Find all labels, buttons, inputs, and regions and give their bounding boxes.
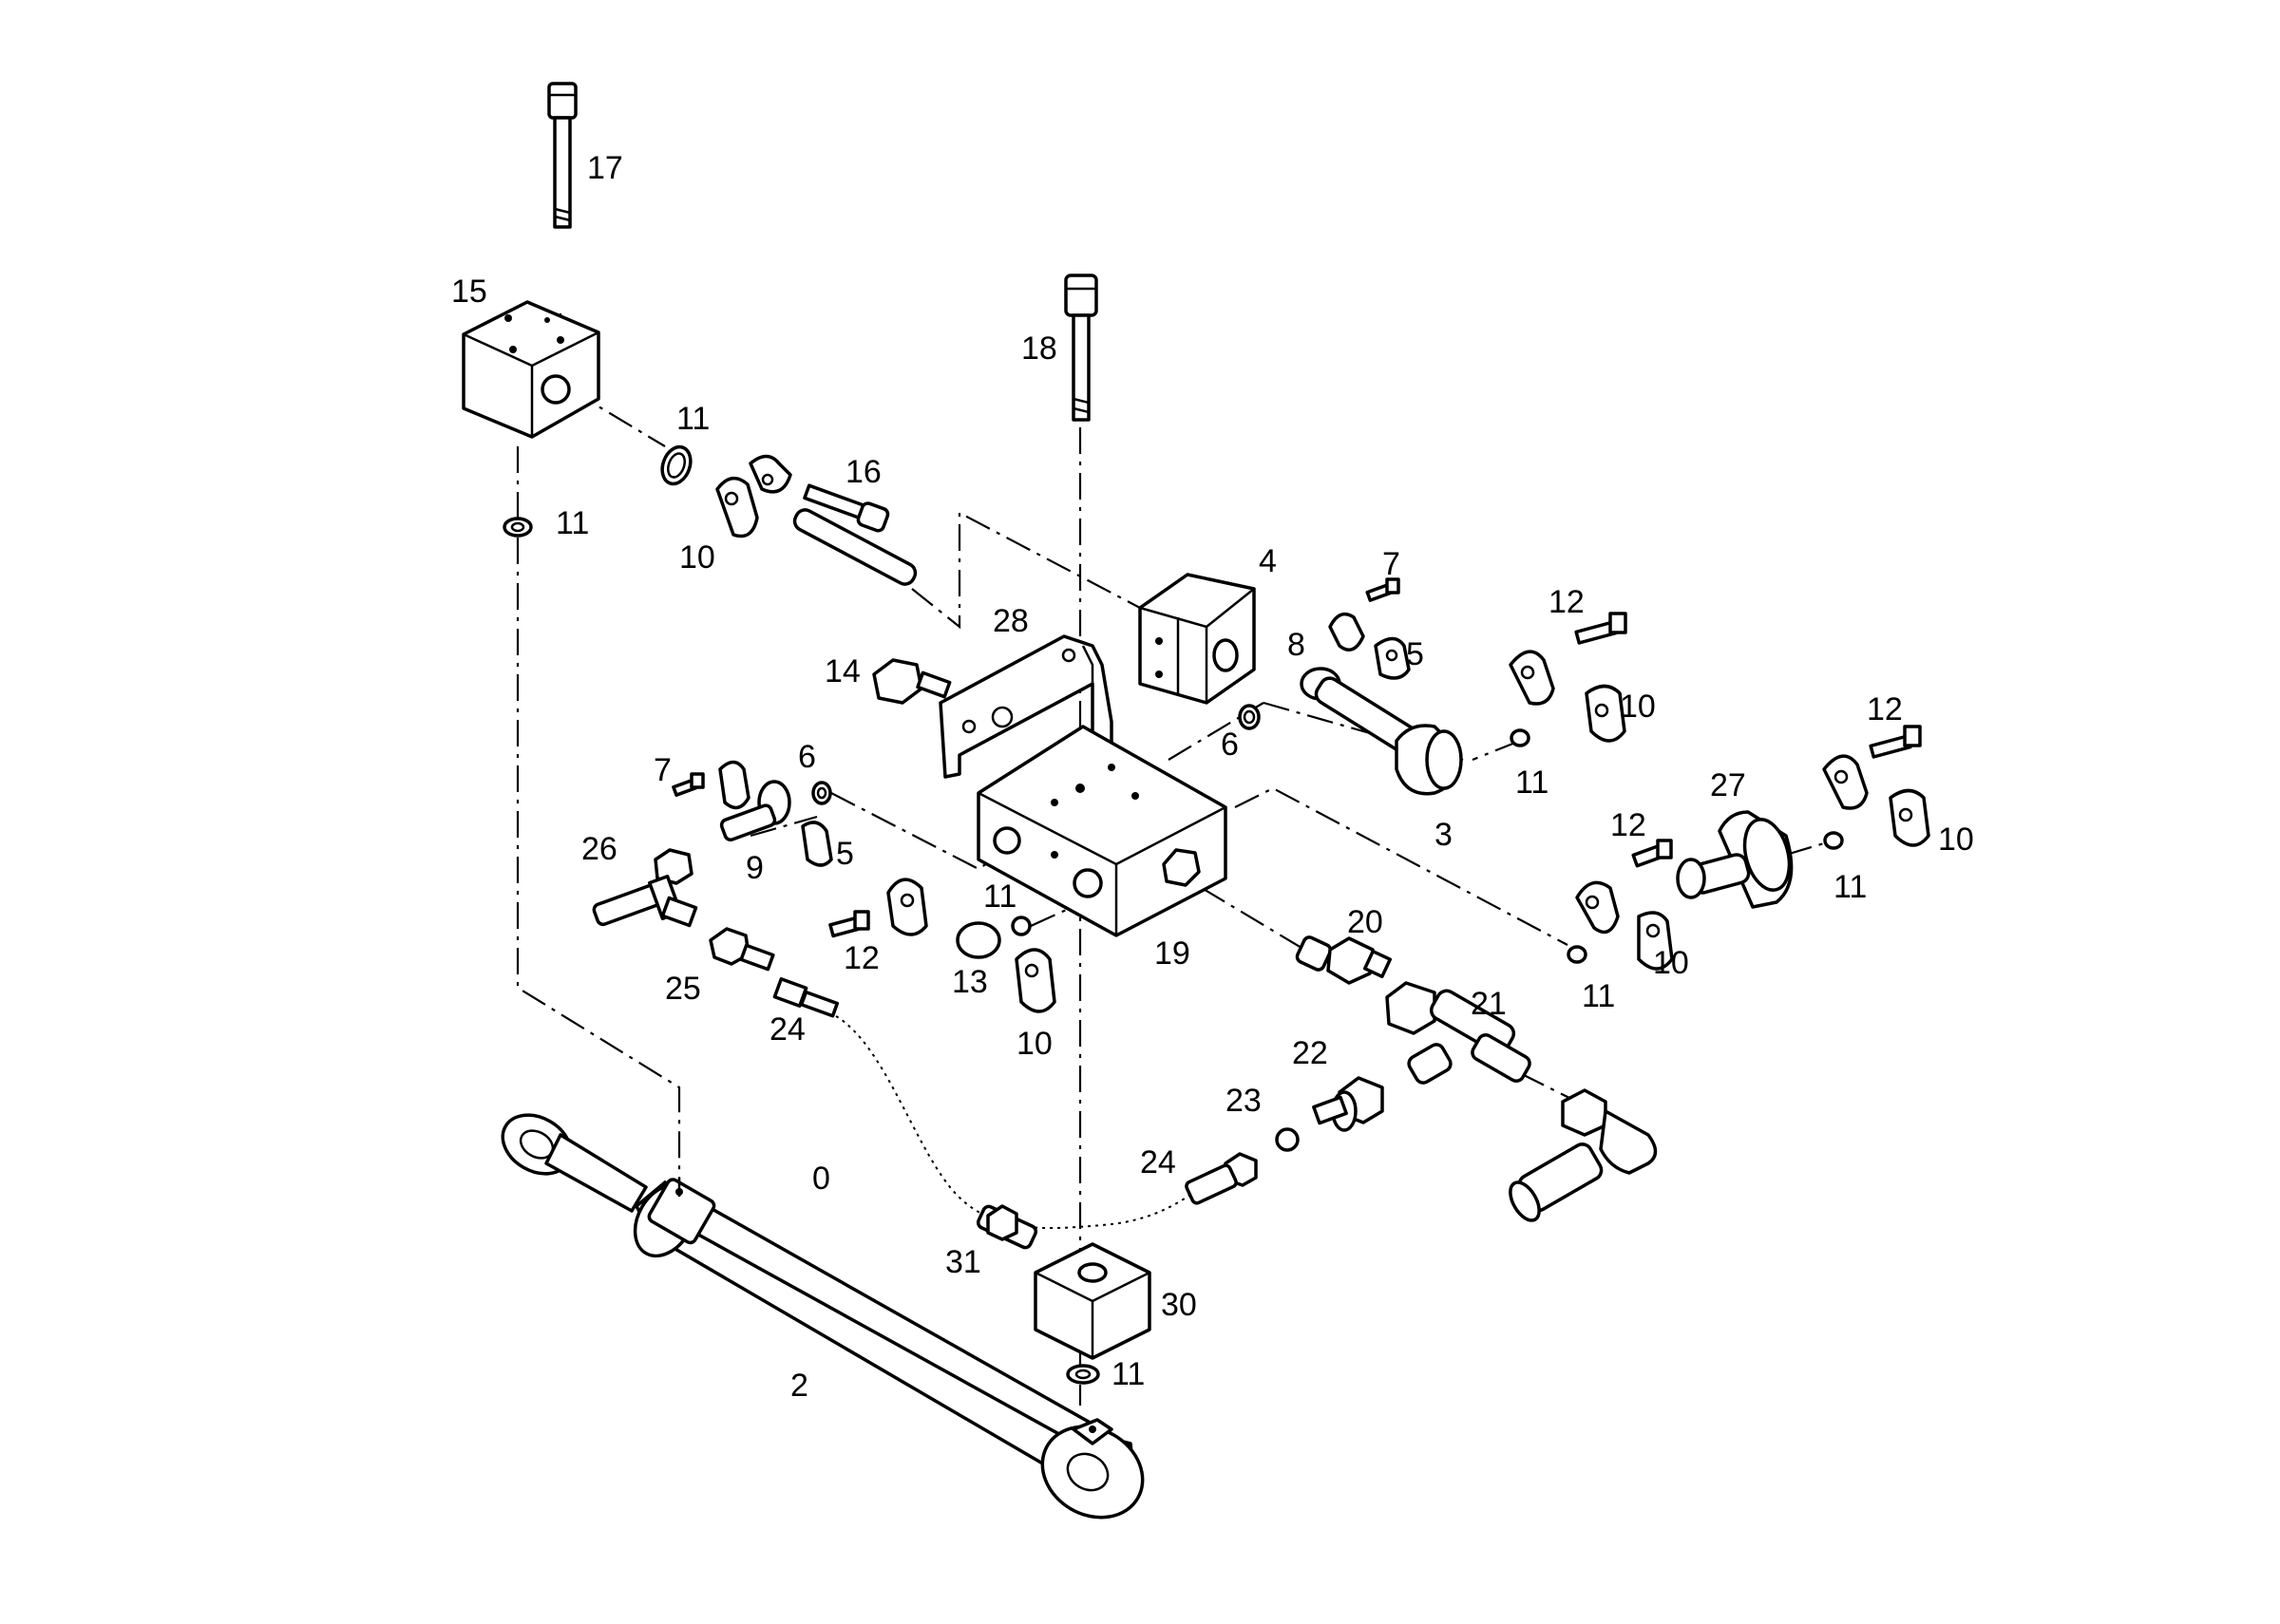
callout-18: 18 [1021,330,1057,367]
bolt-17 [547,82,578,229]
callout-0: 0 [812,1161,830,1197]
oring-11-right-c [1567,945,1587,964]
callout-labels: 17 15 18 11 16 11 10 4 7 12 28 8 5 10 14… [451,150,1974,1404]
flange-half-10-right-a [1509,650,1626,743]
flange-half-10-right-b [1822,754,1930,847]
fitting-25 [709,927,775,972]
callout-31: 31 [945,1244,981,1280]
callout-27: 27 [1710,767,1746,803]
callout-12: 12 [1610,807,1646,843]
callout-5: 5 [1406,636,1424,672]
callout-25: 25 [665,971,701,1007]
hydraulic-cylinder-2 [501,1113,1145,1520]
callout-11: 11 [556,505,589,541]
callout-7: 7 [654,752,672,788]
callout-6: 6 [1221,727,1239,763]
callout-8: 8 [1287,627,1305,663]
callout-13: 13 [952,964,988,1000]
callout-11: 11 [1582,978,1615,1014]
fitting-20 [1295,935,1393,985]
oring-11-top [660,444,693,486]
callout-30: 30 [1161,1287,1197,1323]
fitting-24-left [772,977,840,1018]
fitting-24-right [1185,1152,1258,1205]
block-30 [1034,1242,1151,1360]
callout-28: 28 [993,603,1029,639]
plug-13 [956,921,1001,959]
screw-12-c [1631,839,1673,868]
callout-11: 11 [676,401,710,437]
callout-23: 23 [1226,1083,1262,1119]
oring-23 [1275,1127,1300,1152]
callout-12: 12 [1867,691,1903,727]
pipe-3 [1314,676,1463,796]
callout-22: 22 [1292,1035,1328,1071]
oring-6-right [1238,704,1261,730]
callout-5: 5 [836,836,854,872]
callout-11: 11 [1834,869,1867,905]
oring-6-left [811,781,832,805]
flange-half-10-top [715,454,792,538]
long-pin [792,508,918,586]
valve-4 [1138,573,1256,705]
callout-3: 3 [1434,817,1453,853]
fitting-9 [719,780,791,841]
callout-19: 19 [1154,935,1190,972]
callout-6: 6 [798,739,816,775]
callout-12: 12 [1548,584,1585,620]
callout-24: 24 [770,1011,806,1048]
fitting-22 [1312,1076,1384,1132]
elbow-fitting-right [1509,1088,1658,1222]
flange-half-5-left [718,760,833,867]
callout-9: 9 [746,850,764,886]
screw-12-b [1869,725,1922,759]
oring-11-right-b [1823,831,1844,850]
fitting-14 [872,658,952,705]
callout-4: 4 [1259,543,1277,579]
callout-16: 16 [846,454,882,490]
callout-10: 10 [1653,945,1689,981]
callout-7: 7 [1382,546,1400,582]
screw-12-a [1574,612,1627,645]
callout-11: 11 [1112,1356,1145,1392]
callout-11: 11 [1515,765,1548,801]
flange-half-5-top [1328,612,1411,680]
callout-11: 11 [983,878,1016,915]
manifold-block-19 [977,725,1227,937]
manifold-block-15 [462,300,600,439]
callout-14: 14 [825,653,861,689]
screw-12-left [828,910,870,938]
washer-11-left [503,517,533,538]
oring-11-center [1011,916,1032,936]
callout-17: 17 [587,150,623,186]
bolt-16 [803,483,890,533]
callout-12: 12 [844,940,880,976]
callout-10: 10 [1938,821,1974,858]
callout-10: 10 [679,539,715,576]
screw-7-top [1365,577,1400,602]
flange-half-10-right-c [1575,880,1674,971]
elbow-fitting-21 [1385,981,1531,1085]
callout-15: 15 [451,274,487,310]
callout-10: 10 [1620,689,1656,725]
callout-2: 2 [790,1368,808,1404]
tee-fitting-26 [592,848,698,928]
bolt-18 [1064,274,1098,422]
oring-11-right-a [1510,728,1530,747]
flange-27 [1676,810,1794,909]
flange-half-10-left [886,878,1056,1013]
fitting-31 [976,1204,1038,1250]
screw-7-left [672,772,705,797]
callout-10: 10 [1016,1026,1053,1062]
washer-11-bottom [1066,1364,1100,1385]
callout-24: 24 [1140,1144,1176,1180]
callout-26: 26 [581,831,618,867]
callout-20: 20 [1347,904,1383,940]
callout-21: 21 [1471,986,1507,1022]
